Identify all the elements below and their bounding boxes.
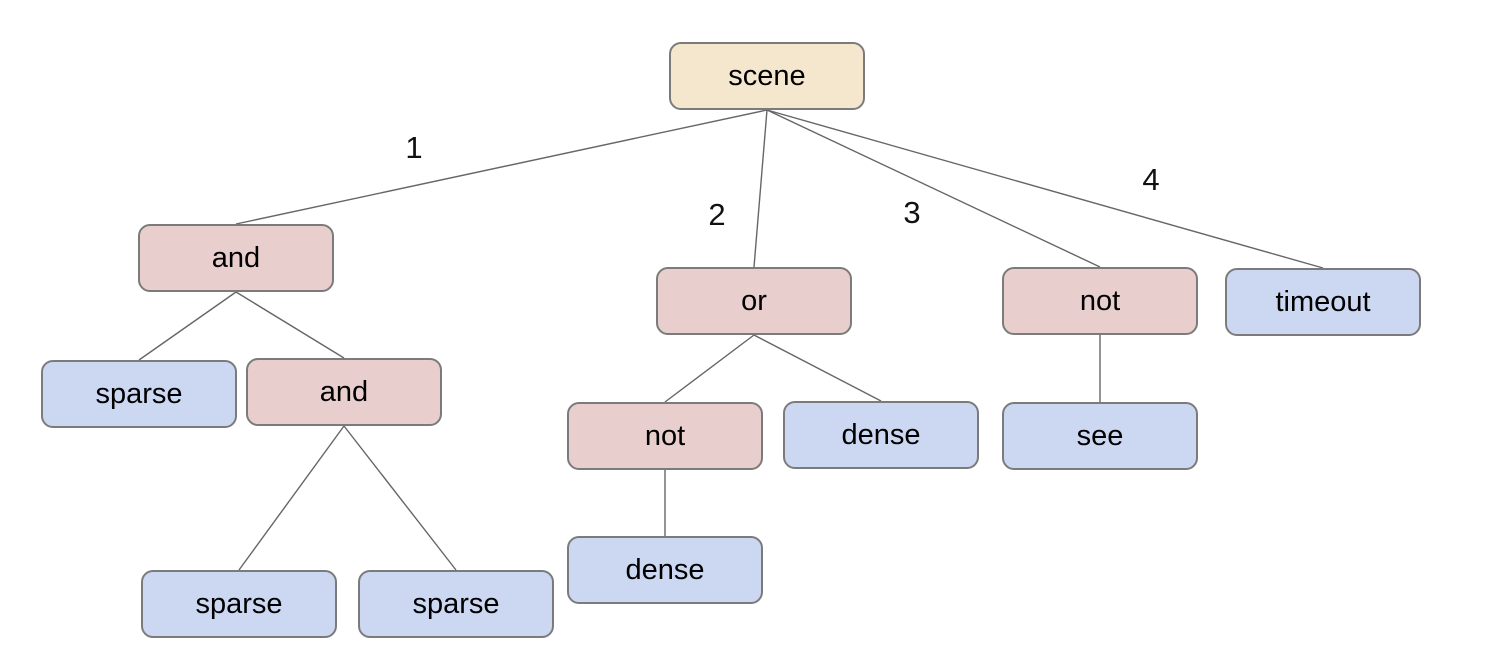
node-label: and: [319, 375, 369, 408]
node-label: not: [1079, 284, 1121, 317]
edge-scene-timeout1: [766, 109, 1324, 269]
node-label: timeout: [1275, 285, 1371, 318]
node-and2: and: [246, 358, 442, 426]
node-label: sparse: [412, 587, 500, 620]
node-label: sparse: [195, 587, 283, 620]
node-not2: not: [567, 402, 763, 470]
node-dense1: dense: [783, 401, 979, 469]
node-label: dense: [625, 553, 705, 586]
edge-scene-or1: [753, 109, 768, 268]
node-label: or: [741, 284, 767, 317]
node-dense2: dense: [567, 536, 763, 604]
node-label: sparse: [95, 377, 183, 410]
node-or1: or: [656, 267, 852, 335]
edge-and1-and2: [235, 291, 345, 359]
node-scene: scene: [669, 42, 865, 110]
node-timeout1: timeout: [1225, 268, 1421, 336]
node-label: dense: [841, 418, 921, 451]
node-label: see: [1076, 419, 1124, 452]
node-label: not: [644, 419, 686, 452]
edge-label-4: 4: [1142, 162, 1160, 197]
node-see1: see: [1002, 402, 1198, 470]
edge-or1-dense1: [753, 334, 882, 402]
edge-scene-and1: [235, 109, 768, 225]
edge-or1-not2: [664, 334, 755, 403]
node-label: scene: [728, 59, 806, 92]
node-sparse2: sparse: [141, 570, 337, 638]
node-sparse3: sparse: [358, 570, 554, 638]
node-not1: not: [1002, 267, 1198, 335]
edge-and2-sparse3: [343, 425, 457, 571]
edge-label-3: 3: [903, 195, 921, 230]
edge-scene-not1: [766, 109, 1101, 268]
edge-label-2: 2: [708, 197, 726, 232]
node-label: and: [211, 241, 261, 274]
node-sparse1: sparse: [41, 360, 237, 428]
edge-label-1: 1: [405, 130, 423, 165]
node-and1: and: [138, 224, 334, 292]
edge-and1-sparse1: [138, 291, 237, 361]
edge-and2-sparse2: [238, 425, 345, 571]
